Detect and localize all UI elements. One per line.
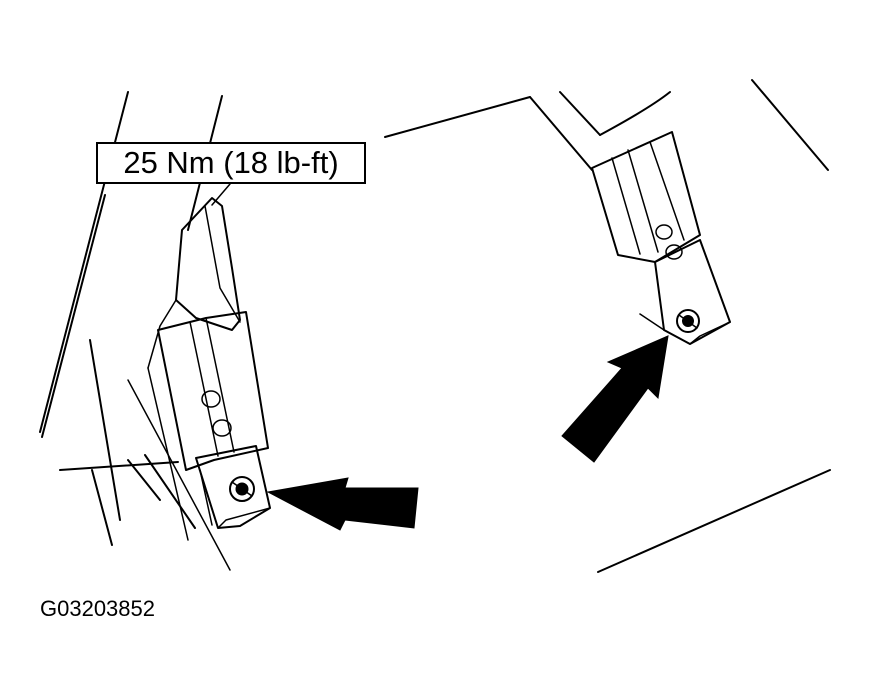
callout-leader-line (211, 183, 231, 206)
figure-id-label: G03203852 (40, 596, 155, 621)
left-pointer-arrow (266, 477, 419, 531)
right-pointer-arrow (561, 335, 669, 463)
right-bolt-icon (676, 309, 700, 333)
torque-callout-box: 25 Nm (18 lb-ft) (96, 142, 366, 184)
torque-callout-label: 25 Nm (18 lb-ft) (123, 145, 339, 180)
left-seat-bracket-assembly (39, 91, 271, 571)
left-bolt-icon (229, 476, 255, 502)
right-seat-bracket-assembly (384, 79, 831, 573)
